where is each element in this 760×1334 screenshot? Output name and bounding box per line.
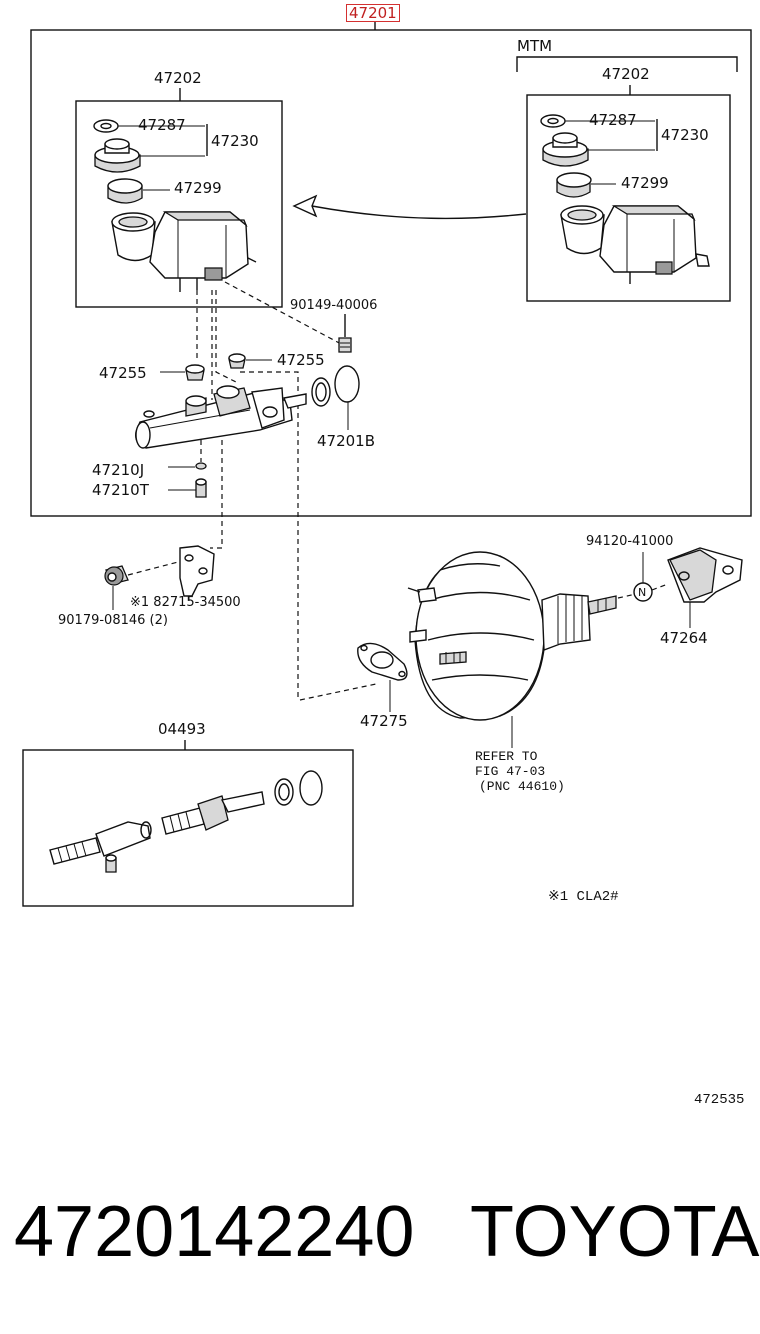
main-assembly-number[interactable]: 47201: [346, 4, 400, 22]
reservoir-right-drawing: [540, 114, 710, 284]
plug-t-label[interactable]: 47210T: [92, 481, 149, 499]
footer-brand: TOYOTA: [470, 1192, 760, 1272]
guide-line-4: [240, 371, 299, 700]
o-ring-drawing: [311, 365, 360, 430]
footnote: ※1 CLA2#: [548, 889, 619, 905]
grommet-drawing: [160, 353, 272, 381]
guide-line-3: [215, 290, 237, 383]
nut-label[interactable]: 90179-08146 (2): [58, 613, 168, 628]
transfer-arrow-line: [311, 205, 527, 220]
reservoir-right-strainer-label[interactable]: 47299: [621, 174, 669, 192]
variant-label: MTM: [517, 37, 553, 55]
grommet-left-label[interactable]: 47255: [99, 364, 147, 382]
booster-gasket-label[interactable]: 47275: [360, 712, 408, 730]
reservoir-left-box: [75, 100, 283, 308]
circle-marker: N: [638, 586, 647, 599]
reservoir-left-assembly-label[interactable]: 47202: [154, 69, 202, 87]
master-cylinder-drawing: [135, 385, 307, 449]
kit-box: [22, 749, 354, 907]
clevis-nut-label[interactable]: 94120-41000: [586, 534, 674, 549]
plug-j-label[interactable]: 47210J: [92, 461, 145, 479]
diagram-id: 472535: [694, 1092, 745, 1108]
grommet-right-label[interactable]: 47255: [277, 351, 325, 369]
reservoir-left-gasket-label[interactable]: 47287: [138, 116, 186, 134]
reservoir-left-cap-group-label[interactable]: 47230: [211, 132, 259, 150]
reservoir-right-assembly-label[interactable]: 47202: [602, 65, 650, 83]
brake-booster-drawing: [407, 551, 617, 748]
clevis-drawing: [617, 547, 743, 628]
main-assembly-frame: [30, 29, 752, 517]
booster-note-line-3: (PNC 44610): [479, 779, 565, 794]
kit-contents-drawing: [49, 770, 323, 873]
reservoir-right-gasket-label[interactable]: 47287: [589, 111, 637, 129]
plug-drawing: [168, 440, 207, 498]
booster-note-line-1: REFER TO: [475, 749, 538, 764]
bracket-drawing: [104, 440, 223, 610]
screw-label[interactable]: 90149-40006: [290, 298, 378, 313]
reservoir-left-strainer-label[interactable]: 47299: [174, 179, 222, 197]
footer-part-number: 4720142240: [14, 1192, 415, 1272]
bracket-label[interactable]: ※1 82715-34500: [130, 595, 241, 610]
mtm-bracket: [516, 56, 738, 72]
reservoir-right-cap-group-label[interactable]: 47230: [661, 126, 709, 144]
booster-gasket-drawing: [299, 642, 408, 712]
transfer-arrow-head: [292, 194, 318, 218]
kit-label[interactable]: 04493: [158, 720, 206, 738]
o-ring-label[interactable]: 47201B: [317, 432, 376, 450]
reservoir-left-drawing: [93, 119, 257, 292]
screw-drawing: [224, 281, 352, 353]
reservoir-right-box: [526, 94, 731, 302]
clevis-label[interactable]: 47264: [660, 629, 708, 647]
booster-note-line-2: FIG 47-03: [475, 764, 546, 779]
